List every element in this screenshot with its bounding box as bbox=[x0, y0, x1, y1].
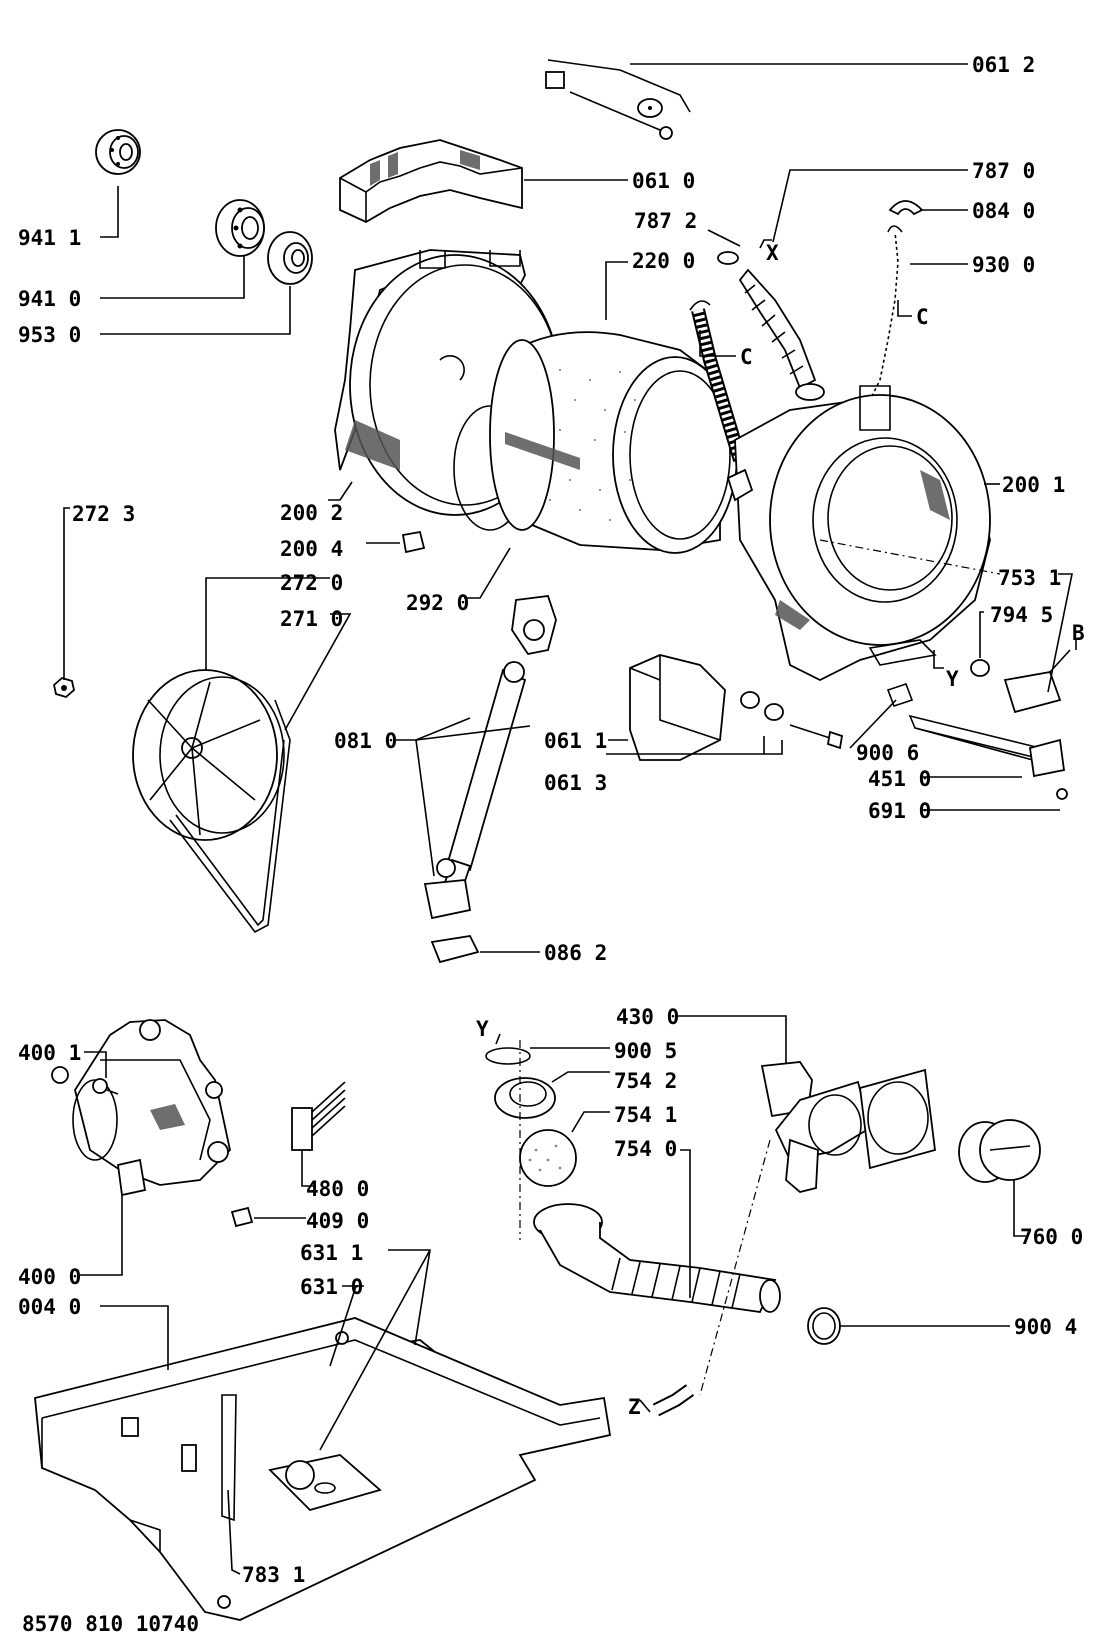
label-900-6: 900 6 bbox=[856, 741, 919, 765]
label-081-0: 081 0 bbox=[334, 729, 397, 753]
label-631-1: 631 1 bbox=[300, 1241, 363, 1265]
part-941-1-drawing bbox=[95, 129, 141, 175]
label-451-0: 451 0 bbox=[868, 767, 931, 791]
part-061-0-drawing bbox=[339, 139, 523, 224]
label-953-0: 953 0 bbox=[18, 323, 81, 347]
label-061-3: 061 3 bbox=[544, 771, 607, 795]
label-084-0: 084 0 bbox=[972, 199, 1035, 223]
part-754-2-drawing bbox=[494, 1077, 556, 1119]
label-c-right: C bbox=[916, 305, 929, 329]
part-409-0-drawing bbox=[230, 1206, 254, 1228]
part-753-1-drawing bbox=[1003, 649, 1071, 714]
part-930-0-hose-drawing bbox=[865, 225, 904, 403]
part-272-0-pulley-drawing bbox=[132, 669, 285, 841]
label-900-5: 900 5 bbox=[614, 1039, 677, 1063]
part-400-1-drawing bbox=[92, 1078, 119, 1095]
label-430-0: 430 0 bbox=[616, 1005, 679, 1029]
part-004-0-base-drawing bbox=[34, 1317, 612, 1621]
label-086-2: 086 2 bbox=[544, 941, 607, 965]
label-061-0: 061 0 bbox=[632, 169, 695, 193]
part-081-0-absorber-drawing bbox=[423, 595, 557, 920]
part-451-0-heater-drawing bbox=[908, 714, 1066, 778]
label-200-4: 200 4 bbox=[280, 537, 343, 561]
part-953-0-drawing bbox=[267, 231, 313, 285]
label-220-0: 220 0 bbox=[632, 249, 695, 273]
part-941-0-drawing bbox=[215, 199, 265, 257]
part-061-2-drawing bbox=[545, 59, 691, 140]
label-753-1: 753 1 bbox=[998, 566, 1061, 590]
label-691-0: 691 0 bbox=[868, 799, 931, 823]
part-760-0-filter-drawing bbox=[958, 1119, 1041, 1183]
label-400-0: 400 0 bbox=[18, 1265, 81, 1289]
label-292-0: 292 0 bbox=[406, 591, 469, 615]
label-b: B bbox=[1072, 621, 1085, 645]
label-631-0: 631 0 bbox=[300, 1275, 363, 1299]
part-061-1-drawing bbox=[629, 654, 726, 761]
label-272-3: 272 3 bbox=[72, 502, 135, 526]
part-271-0-belt-drawing bbox=[169, 699, 291, 934]
part-787-0-bellows-drawing bbox=[738, 268, 825, 401]
part-400-0-motor-drawing bbox=[51, 1019, 231, 1197]
label-794-5: 794 5 bbox=[990, 603, 1053, 627]
label-754-0: 754 0 bbox=[614, 1137, 677, 1161]
part-z-hose-drawing bbox=[652, 1384, 695, 1417]
part-900-5-ring-drawing bbox=[485, 1047, 531, 1065]
part-086-2-drawing bbox=[430, 935, 480, 964]
part-272-3-nut-drawing bbox=[53, 676, 75, 699]
center-line bbox=[699, 1139, 771, 1396]
label-900-4: 900 4 bbox=[1014, 1315, 1077, 1339]
part-787-2-clamp-drawing bbox=[717, 251, 739, 265]
part-900-6-drawing bbox=[886, 682, 914, 708]
label-783-1: 783 1 bbox=[242, 1563, 305, 1587]
label-061-2: 061 2 bbox=[972, 53, 1035, 77]
label-760-0: 760 0 bbox=[1020, 1225, 1083, 1249]
label-200-1: 200 1 bbox=[1002, 473, 1065, 497]
label-061-1: 061 1 bbox=[544, 729, 607, 753]
label-c-left: C bbox=[740, 345, 753, 369]
label-409-0: 409 0 bbox=[306, 1209, 369, 1233]
label-004-0: 004 0 bbox=[18, 1295, 81, 1319]
label-z: Z bbox=[628, 1395, 641, 1419]
leader-lines bbox=[63, 63, 1077, 1575]
part-200-1-front-tub-drawing bbox=[726, 385, 991, 682]
label-272-0: 272 0 bbox=[280, 571, 343, 595]
part-691-0-drawing bbox=[1056, 788, 1068, 800]
label-754-1: 754 1 bbox=[614, 1103, 677, 1127]
part-430-0-pump-drawing bbox=[760, 1061, 936, 1193]
label-787-2: 787 2 bbox=[634, 209, 697, 233]
document-code: 8570 810 10740 bbox=[22, 1612, 200, 1636]
label-930-0: 930 0 bbox=[972, 253, 1035, 277]
label-x: X bbox=[766, 241, 779, 265]
part-084-0-cap-drawing bbox=[888, 200, 924, 216]
label-941-1: 941 1 bbox=[18, 226, 81, 250]
label-787-0: 787 0 bbox=[972, 159, 1035, 183]
label-y-lower: Y bbox=[476, 1017, 489, 1041]
part-220-0-drum-drawing bbox=[489, 331, 738, 554]
label-271-0: 271 0 bbox=[280, 607, 343, 631]
label-480-0: 480 0 bbox=[306, 1177, 369, 1201]
part-754-1-ball-drawing bbox=[519, 1129, 577, 1187]
part-200-4-clip-drawing bbox=[401, 530, 426, 554]
part-754-0-hose-drawing bbox=[533, 1203, 781, 1313]
part-900-4-clamp-drawing bbox=[807, 1307, 841, 1345]
part-794-5-drawing bbox=[970, 659, 990, 677]
label-y-upper: Y bbox=[946, 667, 959, 691]
label-941-0: 941 0 bbox=[18, 287, 81, 311]
center-line-3 bbox=[819, 539, 1001, 575]
part-480-0-connector-drawing bbox=[291, 1081, 346, 1151]
part-061-3-bolt-drawing bbox=[740, 691, 844, 750]
part-c-hose-drawing bbox=[689, 300, 747, 463]
label-754-2: 754 2 bbox=[614, 1069, 677, 1093]
label-200-2: 200 2 bbox=[280, 501, 343, 525]
label-400-1: 400 1 bbox=[18, 1041, 81, 1065]
